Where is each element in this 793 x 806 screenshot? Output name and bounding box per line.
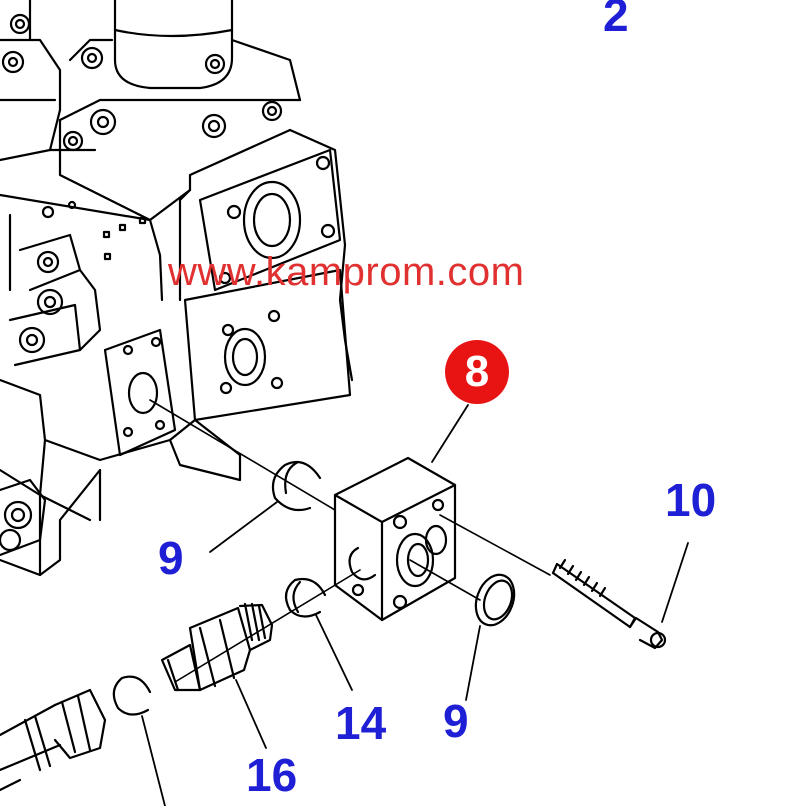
highlight-badge-part: 8 <box>445 340 509 404</box>
o-ring-fitting <box>112 675 152 716</box>
callout-part-fitting: 16 <box>246 749 298 801</box>
o-ring-right <box>474 573 516 627</box>
bolt <box>551 558 667 650</box>
alignment-line-lower <box>174 569 361 683</box>
alignment-line-upper <box>149 399 336 511</box>
callout-part-oring-small: 14 <box>335 697 387 749</box>
fitting <box>160 602 274 692</box>
spacer-block <box>333 456 457 622</box>
leader-9-right <box>465 625 481 701</box>
o-ring-left <box>271 460 322 512</box>
leader-9-left <box>209 501 278 553</box>
callout-part-bolt: 10 <box>665 474 717 526</box>
leader-10 <box>661 542 689 623</box>
leader-hose <box>141 715 166 806</box>
callout-part-oring-left: 9 <box>158 532 184 584</box>
hose-end <box>0 688 107 792</box>
o-ring-small <box>284 577 327 618</box>
alignment-line-bolt <box>439 514 551 576</box>
pump-housing <box>0 0 354 577</box>
callout-part-oring-right: 9 <box>443 695 469 747</box>
alignment-line-right <box>409 559 481 601</box>
leader-14 <box>315 614 353 691</box>
leader-16 <box>235 679 267 749</box>
callout-part-top-right: 2 <box>603 0 629 41</box>
leader-8 <box>431 404 469 463</box>
watermark-url: www.kamprom.com <box>168 250 525 294</box>
